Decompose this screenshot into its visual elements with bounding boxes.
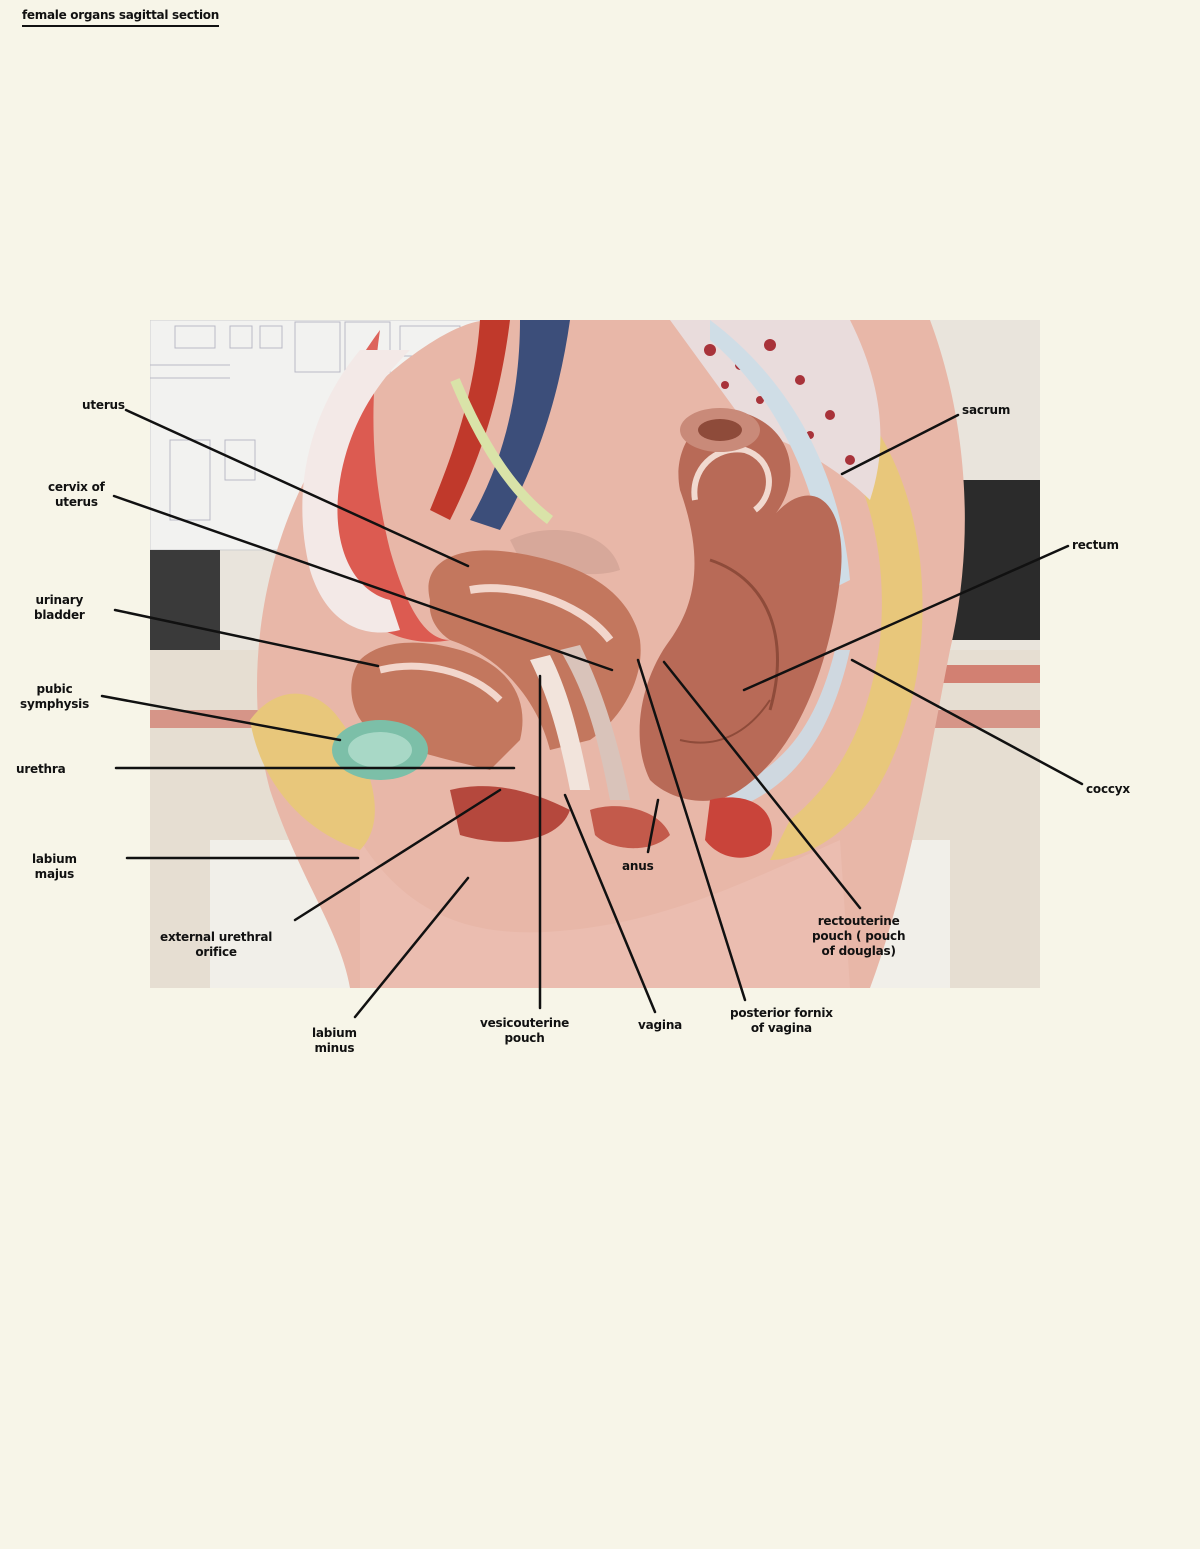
label-urethra: urethra: [16, 762, 66, 776]
label-urinary-bladder: urinary bladder: [34, 593, 85, 622]
page-title: female organs sagittal section: [22, 8, 219, 27]
label-sacrum: sacrum: [962, 403, 1011, 417]
label-vagina: vagina: [638, 1018, 683, 1032]
leader-cervix: [112, 494, 614, 672]
label-pubic-symphysis: pubic symphysis: [20, 682, 90, 711]
leader-bladder: [113, 608, 380, 668]
label-posterior-fornix: posterior fornix of vagina: [730, 1006, 833, 1035]
label-uterus: uterus: [82, 398, 125, 412]
label-external-urethral-orifice: external urethral orifice: [160, 930, 273, 959]
leader-vagina: [563, 793, 657, 1014]
leader-rectum: [742, 544, 1070, 692]
label-labium-minus: labium minus: [312, 1026, 357, 1055]
label-anus: anus: [622, 859, 654, 873]
leader-pubic: [100, 694, 342, 742]
label-rectum: rectum: [1072, 538, 1119, 552]
leader-labium-minus: [353, 876, 470, 1019]
label-rectouterine-pouch: rectouterine pouch ( pouch of douglas): [812, 914, 906, 958]
label-coccyx: coccyx: [1086, 782, 1130, 796]
leader-uterus: [124, 408, 470, 568]
leader-coccyx: [850, 658, 1084, 786]
label-cervix-of-uterus: cervix of uterus: [48, 480, 105, 509]
pelvis-model-photo: [150, 320, 1040, 988]
leader-rectouterine: [662, 660, 862, 910]
leader-ext-urethral: [293, 788, 502, 922]
leader-sacrum: [840, 413, 960, 476]
label-labium-majus: labium majus: [32, 852, 77, 881]
leader-anus: [646, 798, 660, 854]
leader-post-fornix: [636, 658, 747, 1002]
label-vesicouterine-pouch: vesicouterine pouch: [480, 1016, 570, 1045]
